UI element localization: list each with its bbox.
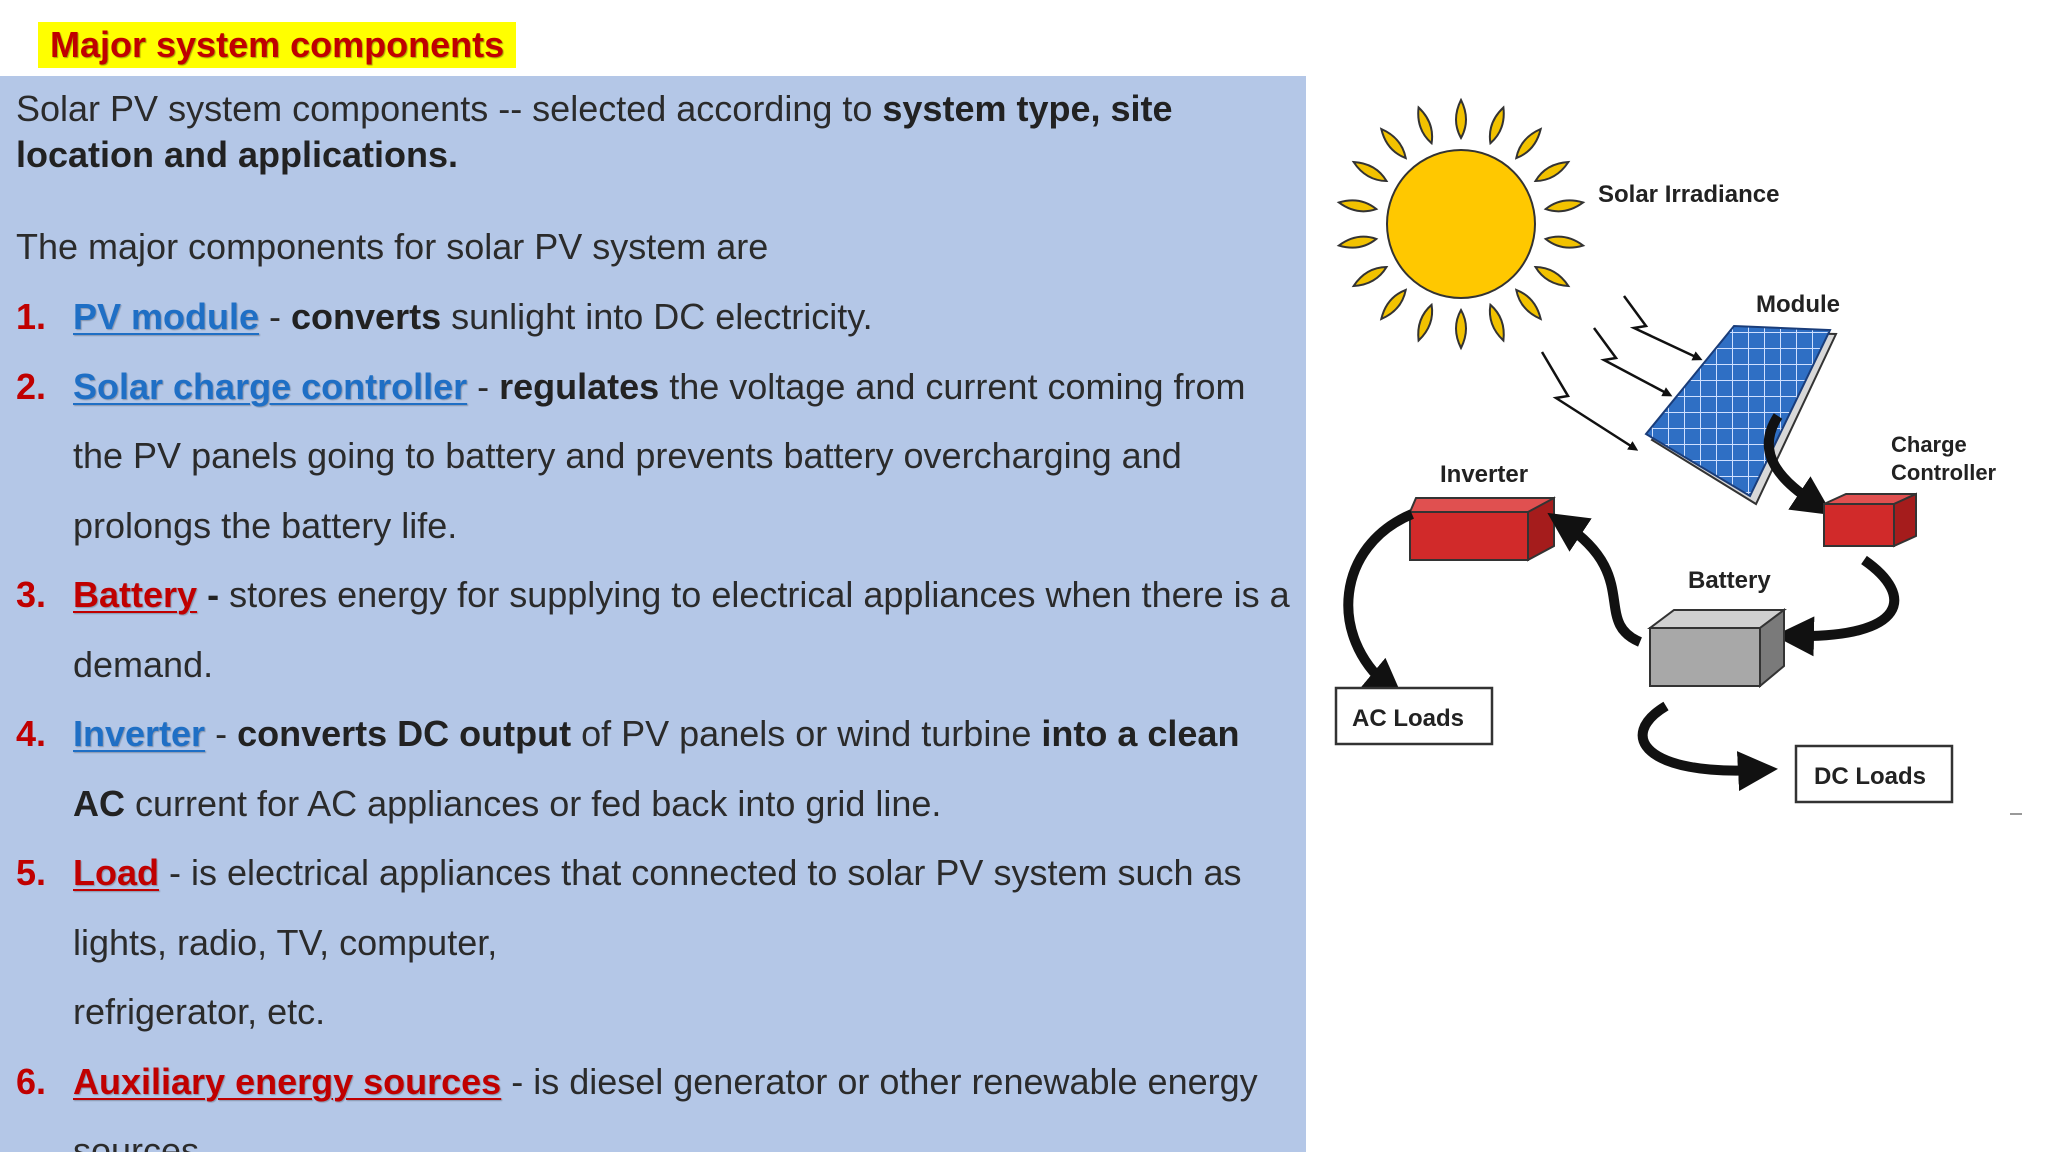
- irradiance-arrows-icon: [1540, 295, 1703, 451]
- inverter-icon: [1408, 496, 1556, 562]
- item-text: of PV panels or wind turbine: [571, 713, 1042, 754]
- item-text: the voltage and current coming from the …: [73, 365, 1246, 546]
- pv-system-diagram: Solar Irradiance Module Charge Controlle…: [1334, 97, 2022, 815]
- separator: -: [467, 365, 500, 407]
- intro-bold: system type, site location and applicati…: [16, 88, 1173, 175]
- item-text: is electrical appliances that connected …: [73, 852, 1242, 963]
- text-panel: Solar PV system components -- selected a…: [0, 76, 1306, 1152]
- pv-module-icon: [1644, 324, 1838, 506]
- auxiliary-sources-link[interactable]: Auxiliary energy sources: [73, 1060, 502, 1102]
- inverter-link[interactable]: Inverter: [73, 713, 206, 754]
- bold-text: regulates: [499, 365, 660, 407]
- charge-controller-label-2: Controller: [1891, 460, 1997, 485]
- dc-loads-label: DC Loads: [1814, 763, 1926, 790]
- slide-title: Major system components: [38, 22, 517, 68]
- list-item-load: 5. Load - is electrical appliances that …: [0, 838, 1300, 1047]
- separator: -: [501, 1060, 534, 1102]
- separator: -: [259, 296, 292, 337]
- separator: -: [159, 852, 191, 893]
- item-number: 1.: [16, 296, 47, 337]
- sun-icon: [1336, 97, 1586, 351]
- solar-irradiance-label: Solar Irradiance: [1598, 181, 1779, 208]
- item-number: 2.: [16, 365, 47, 407]
- battery-label: Battery: [1688, 567, 1771, 594]
- battery-link[interactable]: Battery: [73, 574, 198, 615]
- charge-controller-icon: [1823, 492, 1917, 548]
- inverter-label: Inverter: [1440, 461, 1528, 488]
- module-label: Module: [1756, 291, 1840, 318]
- pv-module-link[interactable]: PV module: [73, 296, 260, 337]
- list-item-pv-module: 1. PV module - converts sunlight into DC…: [0, 282, 1300, 352]
- bold-text: converts: [291, 296, 442, 337]
- intro-text: Solar PV system components -- selected a…: [16, 88, 883, 129]
- module-to-controller-arrow: [1763, 413, 1833, 516]
- battery-icon: [1647, 608, 1787, 689]
- battery-to-dc-arrow: [1637, 701, 1778, 792]
- load-link[interactable]: Load: [73, 852, 159, 893]
- item-text: is diesel generator or other renewable e…: [73, 1060, 1258, 1152]
- item-number: 4.: [16, 713, 47, 754]
- components-list: 1. PV module - converts sunlight into DC…: [0, 282, 1300, 1152]
- list-item-battery: 3. Battery - stores energy for supplying…: [0, 560, 1300, 699]
- dc-loads-box: DC Loads: [1794, 744, 1954, 804]
- item-text-continued: refrigerator, etc.: [73, 991, 326, 1032]
- item-text: current for AC appliances or fed back in…: [125, 782, 942, 824]
- list-item-inverter: 4. Inverter - converts DC output of PV p…: [0, 699, 1300, 838]
- item-number: 3.: [16, 574, 47, 615]
- bold-text: converts DC output: [237, 713, 572, 754]
- lead-sentence: The major components for solar PV system…: [16, 226, 769, 267]
- charge-controller-label-1: Charge: [1891, 432, 1967, 457]
- bold-text: into a clean AC: [73, 713, 1240, 824]
- charge-controller-link[interactable]: Solar charge controller: [73, 365, 468, 407]
- list-item-charge-controller: 2. Solar charge controller - regulates t…: [0, 352, 1300, 561]
- item-text: stores energy for supplying to electrica…: [73, 574, 1290, 685]
- separator: -: [205, 713, 238, 754]
- item-number: 5.: [16, 852, 47, 893]
- item-text: sunlight into DC electricity.: [441, 296, 873, 337]
- inverter-to-ac-arrow: [1343, 509, 1414, 699]
- battery-to-inverter-arrow: [1547, 512, 1643, 647]
- list-item-auxiliary: 6. Auxiliary energy sources - is diesel …: [0, 1047, 1300, 1152]
- intro-paragraph: Solar PV system components -- selected a…: [16, 86, 1286, 178]
- ac-loads-label: AC Loads: [1352, 705, 1464, 732]
- separator: -: [197, 574, 230, 615]
- ac-loads-box: AC Loads: [1334, 686, 1494, 746]
- item-number: 6.: [16, 1060, 47, 1102]
- controller-to-battery-arrow: [1774, 555, 1900, 657]
